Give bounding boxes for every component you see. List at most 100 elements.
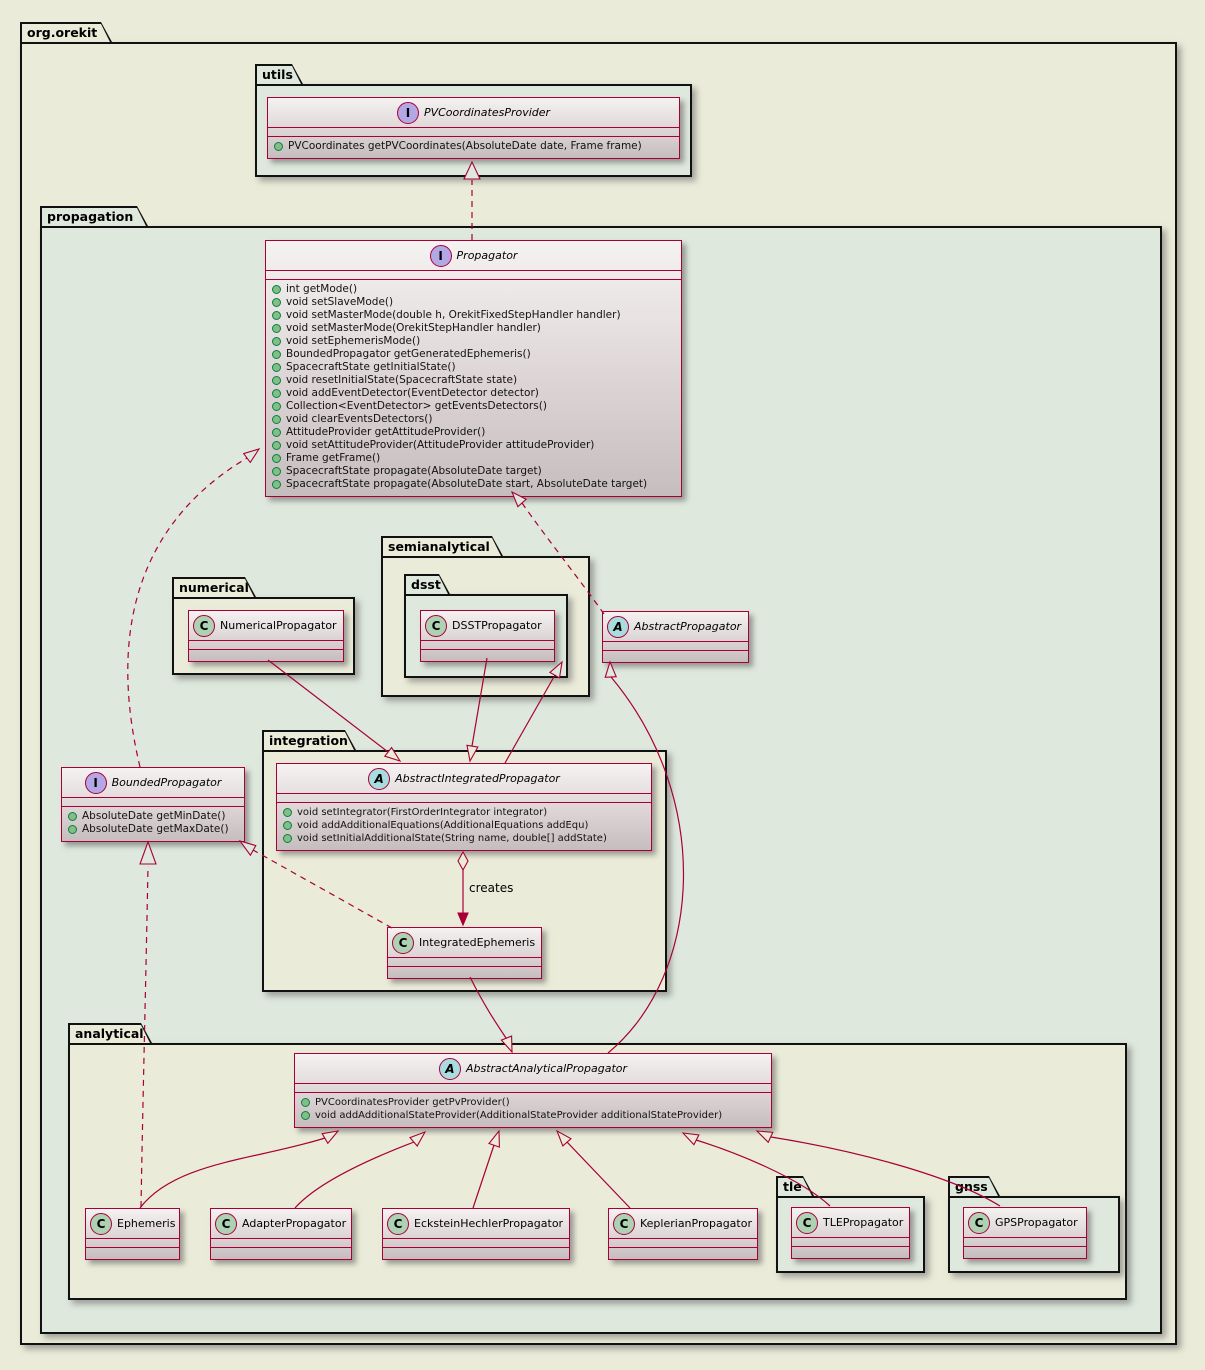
public-method-icon [272,415,281,424]
public-method-icon [283,834,292,843]
public-method-icon [272,428,281,437]
method-row: PVCoordinates getPVCoordinates(AbsoluteD… [274,140,673,153]
class-boundedpropagator-header: I BoundedPropagator [62,768,244,798]
class-abstractanalyticalpropagator: A AbstractAnalyticalPropagator PVCoordin… [294,1053,772,1128]
class-abstractintegratedpropagator-header: A AbstractIntegratedPropagator [277,764,651,794]
public-method-icon [272,480,281,489]
method-row: void setMasterMode(OrekitStepHandler han… [272,322,675,335]
class-icon: C [613,1212,635,1235]
class-name: DSSTPropagator [452,619,542,632]
package-semianalytical-label: semianalytical [388,539,490,554]
public-method-icon [301,1111,310,1120]
class-ecksteinhechlerpropagator: C EcksteinHechlerPropagator [382,1208,570,1260]
method-row: void addAdditionalEquations(AdditionalEq… [283,819,645,832]
class-name: EcksteinHechlerPropagator [414,1217,564,1230]
class-numericalpropagator-header: C NumericalPropagator [189,611,343,641]
package-analytical-tab: analytical [68,1023,152,1043]
class-dsstpropagator: C DSSTPropagator [420,610,555,662]
class-pvcoordinatesprovider: I PVCoordinatesProvider PVCoordinates ge… [267,97,680,159]
public-method-icon [272,324,281,333]
fields-compartment [189,641,343,650]
package-org-orekit-label: org.orekit [27,25,98,40]
fields-compartment [421,641,554,650]
methods-compartment [792,1247,909,1258]
fields-compartment [86,1239,179,1248]
methods-compartment [388,967,541,978]
class-icon: C [193,614,215,637]
fields-compartment [211,1239,351,1248]
class-propagator: I Propagator int getMode()void setSlaveM… [265,240,682,497]
method-row: void setSlaveMode() [272,296,675,309]
public-method-icon [272,467,281,476]
package-gnss-label: gnss [955,1179,988,1194]
methods-compartment: void setIntegrator(FirstOrderIntegrator … [277,803,651,850]
class-name: IntegratedEphemeris [419,936,536,949]
package-utils-tab: utils [255,64,303,84]
class-numericalpropagator: C NumericalPropagator [188,610,344,662]
public-method-icon [272,298,281,307]
method-row: SpacecraftState propagate(AbsoluteDate s… [272,478,675,491]
class-pvcoordinatesprovider-header: I PVCoordinatesProvider [268,98,679,128]
methods-compartment [86,1248,179,1259]
method-row: void setMasterMode(double h, OrekitFixed… [272,309,675,322]
public-method-icon [272,376,281,385]
package-integration-label: integration [269,733,348,748]
class-adapterpropagator-header: C AdapterPropagator [211,1209,351,1239]
methods-compartment [211,1248,351,1259]
public-method-icon [68,812,77,821]
method-row: void clearEventsDetectors() [272,413,675,426]
class-dsstpropagator-header: C DSSTPropagator [421,611,554,641]
method-row: void addEventDetector(EventDetector dete… [272,387,675,400]
class-name: AdapterPropagator [242,1217,347,1230]
methods-compartment [603,651,748,662]
fields-compartment [62,798,244,807]
method-row: PVCoordinatesProvider getPvProvider() [301,1096,765,1109]
class-abstractanalyticalpropagator-header: A AbstractAnalyticalPropagator [295,1054,771,1084]
public-method-icon [272,389,281,398]
class-name: AbstractAnalyticalPropagator [465,1062,628,1075]
package-utils-label: utils [262,67,293,82]
class-tlepropagator: C TLEPropagator [791,1207,910,1259]
class-name: BoundedPropagator [111,776,222,789]
abstract-class-icon: A [607,615,629,638]
public-method-icon [274,142,283,151]
package-propagation-label: propagation [47,209,134,224]
class-name: AbstractPropagator [634,620,742,633]
class-ecksteinhechlerpropagator-header: C EcksteinHechlerPropagator [383,1209,569,1239]
class-name: TLEPropagator [823,1216,904,1229]
method-row: AttitudeProvider getAttitudeProvider() [272,426,675,439]
fields-compartment [277,794,651,803]
class-icon: C [796,1211,818,1234]
public-method-icon [272,402,281,411]
fields-compartment [388,958,541,967]
class-abstractintegratedpropagator: A AbstractIntegratedPropagator void setI… [276,763,652,851]
methods-compartment [421,650,554,661]
class-name: GPSPropagator [995,1216,1078,1229]
method-row: SpacecraftState propagate(AbsoluteDate t… [272,465,675,478]
public-method-icon [272,337,281,346]
class-icon: C [215,1212,237,1235]
method-row: AbsoluteDate getMinDate() [68,810,238,823]
methods-compartment [189,650,343,661]
class-icon: C [392,931,414,954]
class-boundedpropagator: I BoundedPropagator AbsoluteDate getMinD… [61,767,245,842]
class-name: Ephemeris [117,1217,176,1230]
method-row: AbsoluteDate getMaxDate() [68,823,238,836]
methods-compartment [609,1248,757,1259]
class-icon: C [387,1212,409,1235]
method-row: void setInitialAdditionalState(String na… [283,832,645,845]
public-method-icon [272,311,281,320]
fields-compartment [603,642,748,651]
public-method-icon [301,1098,310,1107]
class-name: PVCoordinatesProvider [423,106,551,119]
fields-compartment [295,1084,771,1093]
package-analytical-label: analytical [75,1026,144,1041]
public-method-icon [272,363,281,372]
method-row: void setEphemerisMode() [272,335,675,348]
method-row: Collection<EventDetector> getEventsDetec… [272,400,675,413]
package-tle-label: tle [783,1179,802,1194]
fields-compartment [964,1238,1086,1247]
class-ephemeris-header: C Ephemeris [86,1209,179,1239]
abstract-class-icon: A [368,767,391,790]
class-icon: C [968,1211,990,1234]
